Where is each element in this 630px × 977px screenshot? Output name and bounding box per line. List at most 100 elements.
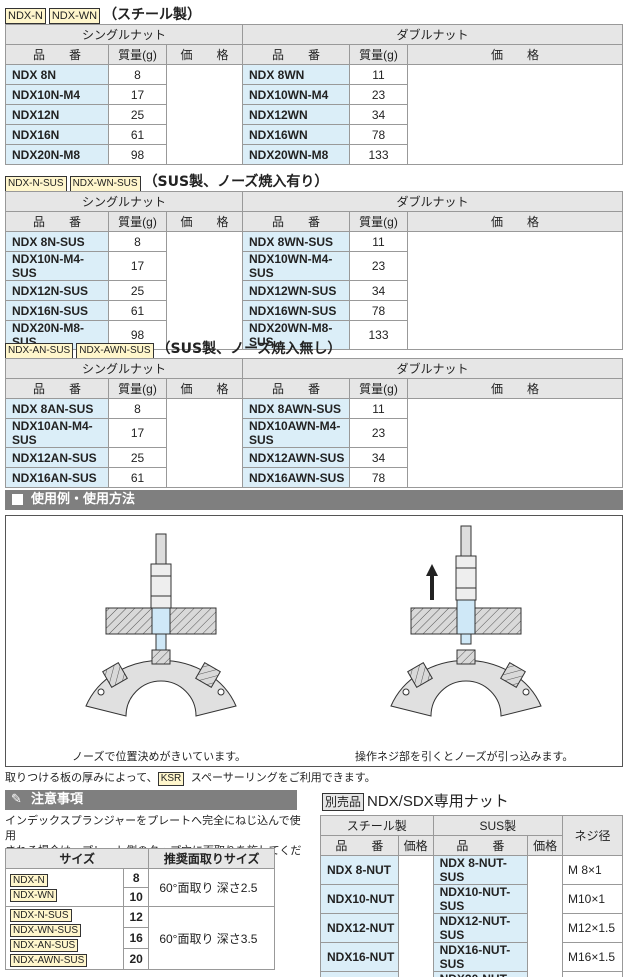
part-number: NDX12N-SUS (5, 280, 109, 301)
single-nut-header: シングルナット (5, 191, 243, 212)
part-number: NDX 8N (5, 64, 109, 85)
part-number: NDX 8N-SUS (5, 231, 109, 252)
illustration-right (390, 525, 542, 717)
mass-value: 23 (349, 418, 408, 448)
model-tags-cell: NDX-N-SUS NDX-WN-SUS NDX-AN-SUS NDX-AWN-… (5, 906, 124, 970)
mass-value: 8 (108, 398, 167, 419)
size-value: 20 (122, 948, 150, 970)
mass-value: 78 (349, 467, 408, 488)
part-number: NDX16AWN-SUS (242, 467, 350, 488)
model-tag: NDX-AWN-SUS (76, 343, 154, 359)
mass-value: 11 (349, 398, 408, 419)
mass-value: 8 (108, 64, 167, 85)
mass-value: 25 (108, 447, 167, 468)
part-number: NDX10WN-M4-SUS (242, 251, 350, 281)
mass-value: 133 (349, 144, 408, 165)
thread-size: M10×1 (562, 884, 623, 914)
part-number: NDX12-NUT-SUS (432, 913, 529, 943)
col-part: 品 番 (5, 44, 109, 65)
part-number: NDX10AWN-M4-SUS (242, 418, 350, 448)
single-nut-header: シングルナット (5, 358, 243, 379)
mass-value: 25 (108, 104, 167, 125)
mass-value: 11 (349, 231, 408, 252)
caution-bar: ✎ 注意事項 (5, 790, 297, 810)
price-cell (407, 398, 623, 488)
mass-value: 17 (108, 251, 167, 281)
part-number: NDX12-NUT (320, 913, 399, 943)
thread-size: M 8×1 (562, 855, 623, 885)
model-tag: NDX-WN-SUS (10, 924, 81, 937)
part-number: NDX12AN-SUS (5, 447, 109, 468)
double-nut-header: ダブルナット (242, 191, 623, 212)
mass-value: 17 (108, 418, 167, 448)
model-tag: NDX-AWN-SUS (10, 954, 88, 967)
price-cell (407, 64, 623, 165)
usage-title: 使用例・使用方法 (31, 492, 136, 507)
mass-value: 34 (349, 447, 408, 468)
size-value: 8 (122, 868, 150, 888)
spacer-note-text: 取りつける板の厚みによって、 (5, 771, 158, 784)
model-tag: NDX-N (5, 8, 46, 24)
col-price: 価格 (397, 835, 434, 856)
part-number: NDX16WN (242, 124, 350, 145)
part-number: NDX12AWN-SUS (242, 447, 350, 468)
col-price: 価 格 (166, 378, 243, 399)
price-cell (166, 398, 243, 488)
part-number: NDX20-NUT (320, 971, 399, 977)
square-icon (12, 494, 23, 505)
col-price: 価 格 (407, 378, 623, 399)
col-price: 価 格 (166, 211, 243, 232)
col-mass: 質量(g) (349, 44, 408, 65)
caution-title: 注意事項 (31, 792, 84, 807)
mass-value: 61 (108, 124, 167, 145)
mass-value: 78 (349, 124, 408, 145)
size-value: 12 (122, 906, 150, 928)
part-number: NDX10N-M4 (5, 84, 109, 105)
part-number: NDX10WN-M4 (242, 84, 350, 105)
size-value: 10 (122, 887, 150, 907)
size-value: 16 (122, 927, 150, 949)
usage-illustration (85, 525, 542, 717)
mass-value: 25 (108, 280, 167, 301)
part-number: NDX16-NUT (320, 942, 399, 972)
part-number: NDX10AN-M4-SUS (5, 418, 109, 448)
col-part: 品 番 (242, 44, 350, 65)
mass-value: 133 (349, 320, 408, 350)
illustration-left (85, 533, 237, 717)
part-number: NDX12WN (242, 104, 350, 125)
mass-value: 23 (349, 84, 408, 105)
chamfer-value: 60°面取り 深さ2.5 (148, 868, 275, 907)
col-price: 価 格 (166, 44, 243, 65)
part-number: NDX10-NUT (320, 884, 399, 914)
mass-value: 8 (108, 231, 167, 252)
part-number: NDX16N (5, 124, 109, 145)
pencil-icon: ✎ (11, 792, 22, 807)
accessory-tag: 別売品 (322, 793, 365, 811)
col-price: 価 格 (407, 211, 623, 232)
price-cell (166, 64, 243, 165)
part-number: NDX12N (5, 104, 109, 125)
thread-size: M16×1.5 (562, 942, 623, 972)
model-tag: NDX-AN-SUS (10, 939, 79, 952)
part-number: NDX16N-SUS (5, 300, 109, 321)
part-number: NDX 8WN (242, 64, 350, 85)
col-part: 品 番 (5, 211, 109, 232)
thread-size: M20×1.5 (562, 971, 623, 977)
col-part: 品 番 (242, 378, 350, 399)
model-tag: NDX-WN (48, 8, 101, 24)
double-nut-header: ダブルナット (242, 358, 623, 379)
spacer-note-text: スペーサーリングをご利用できます。 (187, 771, 376, 784)
